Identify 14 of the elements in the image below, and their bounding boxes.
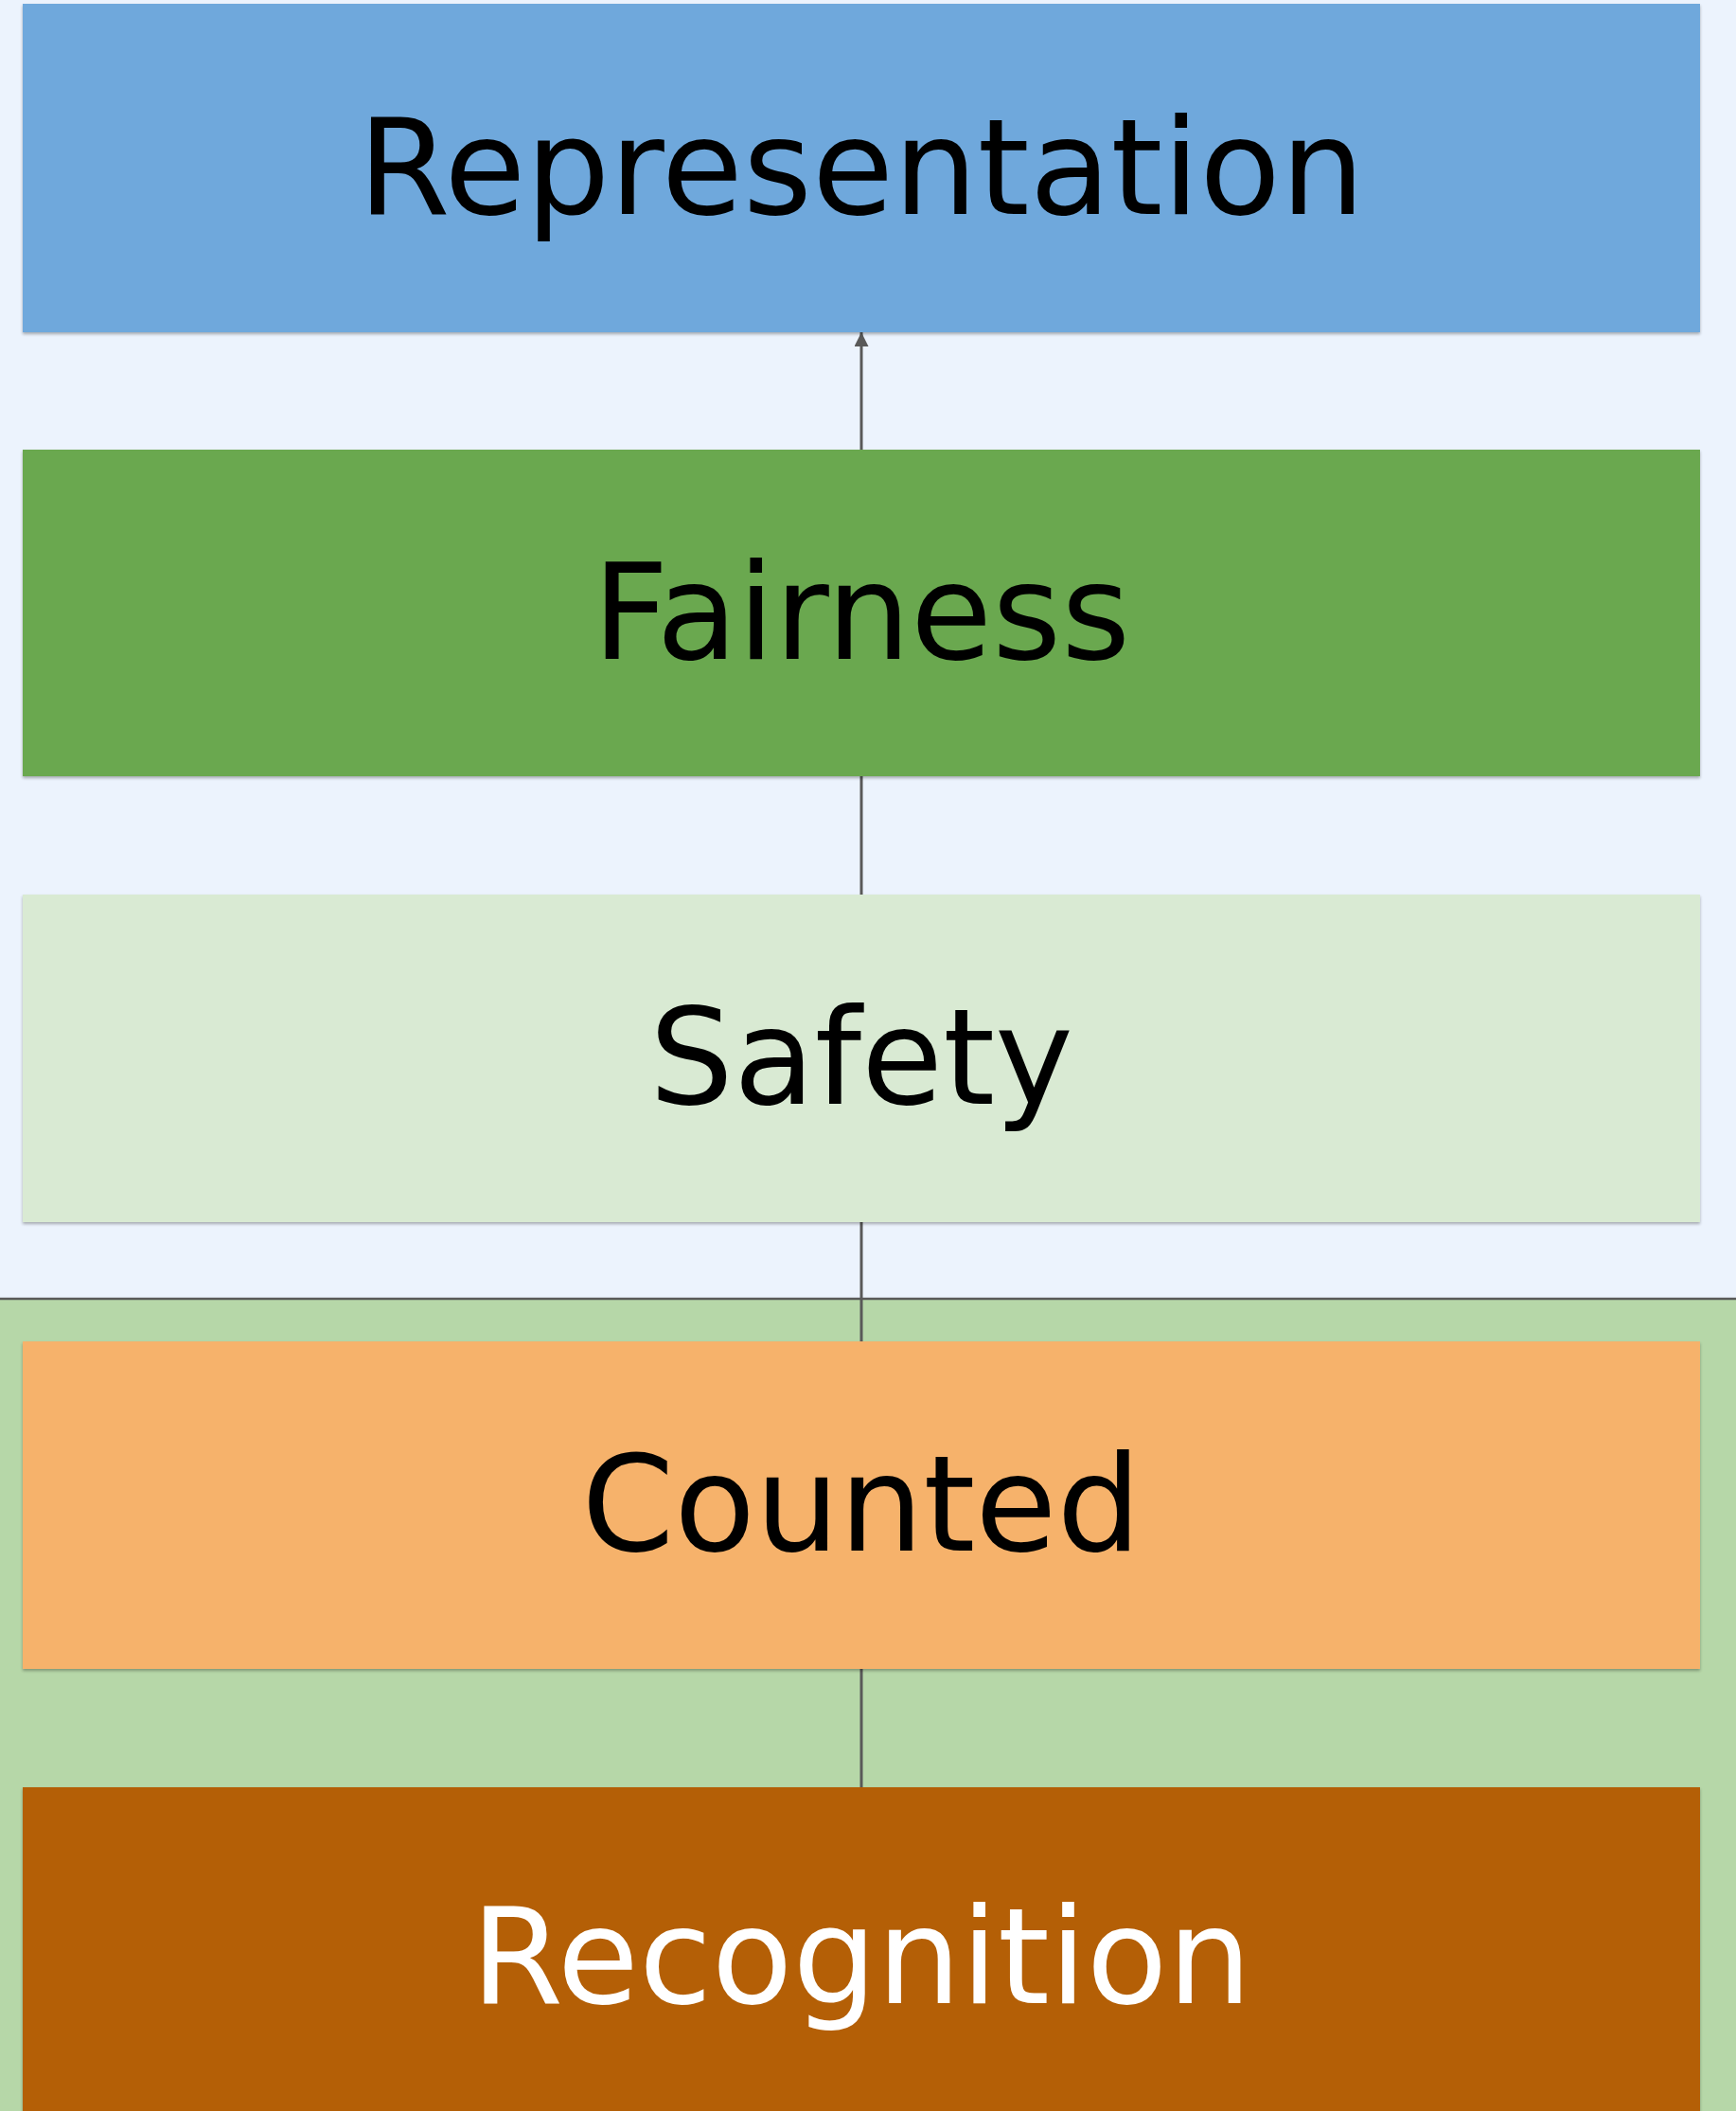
level-box bbox=[23, 1787, 1700, 2111]
level-box bbox=[23, 4, 1700, 332]
level-label: Counted bbox=[581, 1432, 1142, 1578]
connector-line bbox=[859, 1669, 863, 1787]
level-label: Safety bbox=[649, 985, 1073, 1131]
level-box bbox=[23, 895, 1700, 1222]
connector-line bbox=[859, 776, 863, 895]
connector-line bbox=[859, 1222, 863, 1341]
level-box bbox=[23, 1341, 1700, 1669]
level-label: Representation bbox=[358, 95, 1365, 241]
level-box bbox=[23, 450, 1700, 776]
level-label: Fairness bbox=[592, 540, 1131, 686]
level-label: Recognition bbox=[470, 1885, 1252, 2031]
arrow bbox=[854, 332, 869, 450]
